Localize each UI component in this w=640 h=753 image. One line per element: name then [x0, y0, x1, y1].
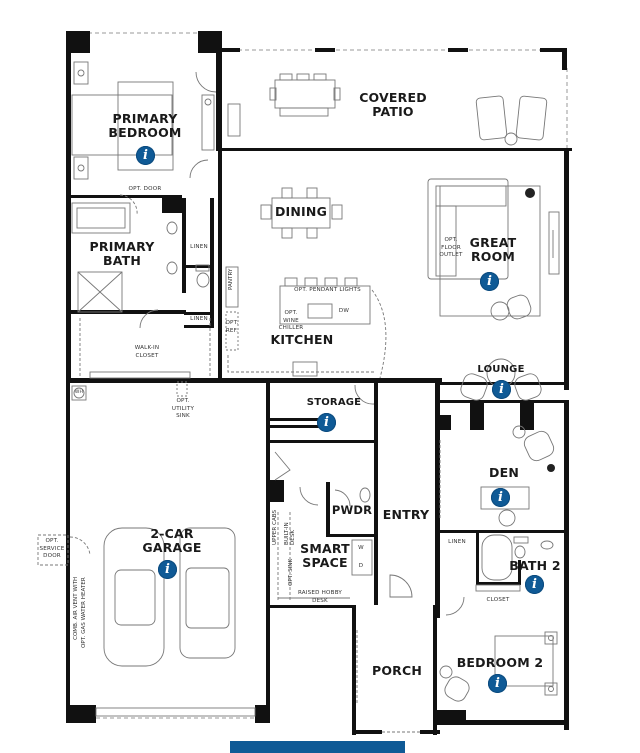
room-label-great-room: GREAT ROOM — [469, 235, 517, 265]
note-opt-floor-outlet: OPT. FLOOR OUTLET — [439, 237, 463, 259]
info-icon-great-room[interactable]: i — [480, 272, 499, 291]
info-icon-garage[interactable]: i — [158, 560, 177, 579]
room-label-lounge: LOUNGE — [477, 364, 525, 375]
note-built-in-desk: BUILT-IN DESK — [284, 522, 296, 545]
note-opt-pendant-lights: OPT. PENDANT LIGHTS — [294, 287, 361, 293]
room-label-primary-bedroom: PRIMARY BEDROOM — [108, 111, 182, 141]
info-icon-bath-2[interactable]: i — [525, 575, 544, 594]
note-raised-hobby-desk: RAISED HOBBY DESK — [297, 590, 343, 604]
note-washer: W — [358, 545, 364, 551]
note-dw: DW — [338, 308, 350, 314]
info-icon-primary-bedroom[interactable]: i — [136, 146, 155, 165]
room-label-storage: STORAGE — [306, 397, 362, 408]
room-label-pwdr: PWDR — [331, 503, 373, 517]
room-label-kitchen: KITCHEN — [270, 332, 334, 347]
room-label-smart-space: SMART SPACE — [300, 541, 350, 571]
room-label-porch: PORCH — [371, 663, 423, 678]
note-walk-in-closet: WALK-IN CLOSET — [134, 345, 160, 359]
room-label-bedroom-2: BEDROOM 2 — [456, 655, 544, 670]
note-closet: CLOSET — [486, 597, 510, 603]
note-opt-utility-sink: OPT. UTILITY SINK — [171, 398, 195, 420]
room-label-bath-2: BATH 2 — [509, 558, 561, 573]
note-linen-3: LINEN — [448, 539, 466, 545]
info-icon-den[interactable]: i — [491, 488, 510, 507]
note-upper-cabs: UPPER CABS — [272, 509, 278, 545]
info-icon-lounge[interactable]: i — [492, 380, 511, 399]
note-wh: WH — [74, 390, 84, 395]
room-label-primary-bath: PRIMARY BATH — [89, 239, 155, 269]
info-icon-storage[interactable]: i — [317, 413, 336, 432]
note-pantry: PANTRY — [228, 268, 234, 290]
note-opt-service-door: OPT. SERVICE DOOR — [39, 538, 65, 560]
room-label-den: DEN — [489, 465, 519, 480]
note-opt-sink: OPT. SINK — [288, 558, 294, 586]
info-icon-bedroom-2[interactable]: i — [488, 674, 507, 693]
note-linen-2: LINEN — [190, 316, 208, 322]
note-comb-air-vent: COMB. AIR VENT WITH — [73, 576, 79, 640]
note-opt-ref: OPT. REF. — [225, 320, 239, 334]
bottom-action-bar[interactable] — [230, 741, 405, 753]
note-opt-gas-water-heater: OPT. GAS WATER HEATER — [81, 577, 87, 648]
room-label-garage: 2-CAR GARAGE — [142, 526, 202, 556]
note-dryer: D — [358, 563, 364, 569]
room-label-covered-patio: COVERED PATIO — [359, 90, 427, 120]
note-opt-wine-chiller: OPT. WINE CHILLER — [278, 310, 304, 332]
note-linen-1: LINEN — [190, 244, 208, 250]
room-label-entry: ENTRY — [382, 507, 430, 522]
room-label-dining: DINING — [274, 204, 328, 219]
note-opt-door: OPT. DOOR — [128, 186, 162, 192]
